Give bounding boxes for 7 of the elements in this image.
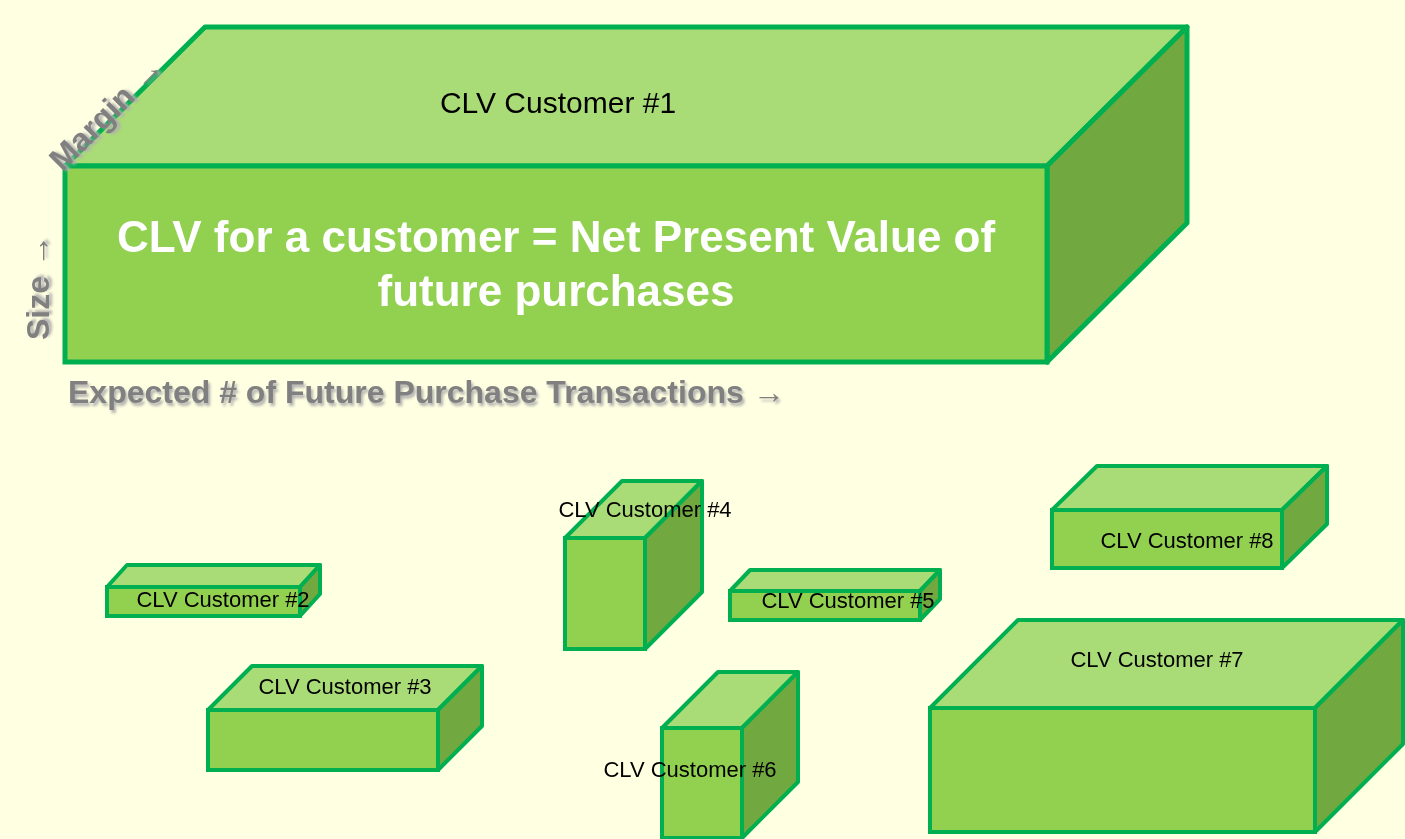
box-label: CLV Customer #3: [258, 674, 432, 700]
box-label: CLV Customer #8: [1100, 528, 1274, 554]
box-label: CLV Customer #7: [1070, 647, 1244, 673]
axis-label: Expected # of Future Purchase Transactions →: [68, 374, 785, 411]
axis-label: Size →: [20, 235, 57, 340]
definition-text: CLV for a customer = Net Present Value of future purchases: [115, 211, 997, 317]
box-label: CLV Customer #1: [439, 86, 677, 120]
